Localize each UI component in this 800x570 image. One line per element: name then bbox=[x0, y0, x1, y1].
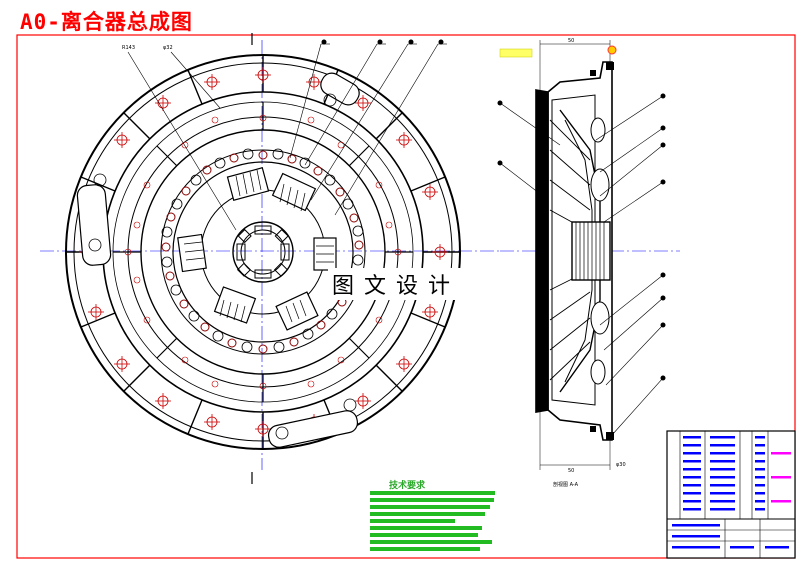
dimension-bottom-right: φ30 bbox=[616, 462, 626, 468]
callout-r143: R143 bbox=[122, 45, 135, 51]
watermark: 图文设计 bbox=[328, 268, 465, 300]
marker-dot bbox=[607, 45, 617, 55]
tech-requirements-title: 技术要求 bbox=[389, 481, 426, 491]
dimension-bottom: 50 bbox=[568, 468, 574, 474]
callout-phi32: φ32 bbox=[163, 45, 173, 51]
tech-requirements-text bbox=[370, 491, 495, 551]
drawing-frame bbox=[16, 34, 796, 559]
section-label: 剖视图 A-A bbox=[553, 482, 579, 488]
drawing-title: A0-离合器总成图 bbox=[20, 10, 193, 34]
front-view bbox=[40, 33, 500, 484]
title-block bbox=[666, 430, 796, 559]
dimension-top: 50 bbox=[568, 38, 574, 44]
highlight-label bbox=[499, 48, 533, 58]
section-view bbox=[497, 40, 680, 470]
